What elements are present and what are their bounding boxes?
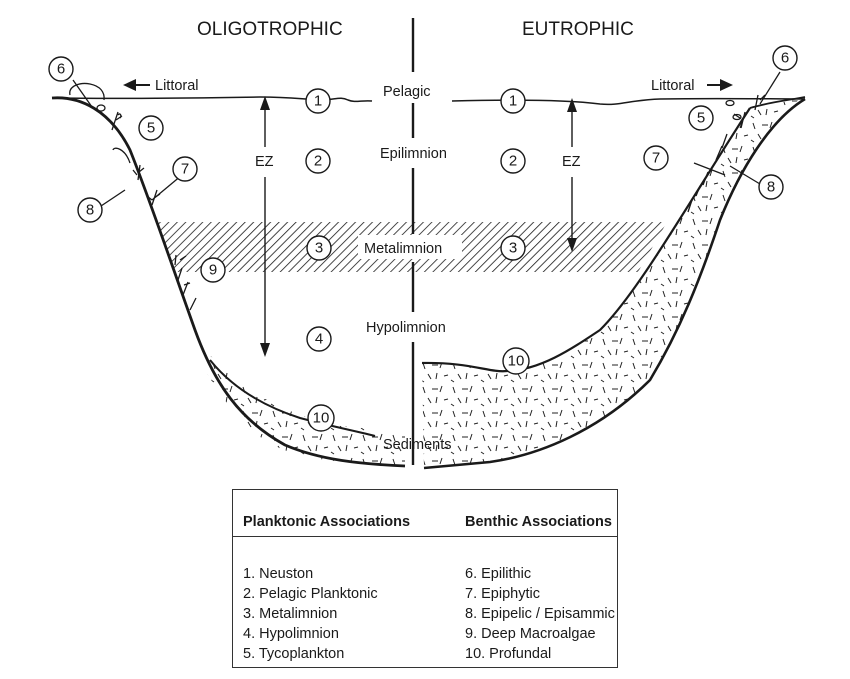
label-pelagic: Pelagic [383, 84, 431, 100]
marker-1-left: 1 [305, 88, 331, 114]
marker-4: 4 [306, 326, 332, 352]
legend-item: 10. Profundal [465, 646, 552, 662]
svg-text:10: 10 [508, 353, 525, 370]
ez-left: EZ [255, 96, 274, 357]
legend-benthic-header: Benthic Associations [465, 514, 612, 530]
legend-item: 3. Metalimnion [243, 606, 338, 622]
svg-text:10: 10 [313, 410, 330, 427]
svg-text:1: 1 [314, 93, 322, 110]
marker-2-right: 2 [500, 148, 526, 174]
littoral-left: Littoral [123, 78, 199, 94]
legend-item: 8. Epipelic / Episammic [465, 606, 615, 622]
label-epilimnion: Epilimnion [380, 146, 447, 162]
legend-item: 4. Hypolimnion [243, 626, 339, 642]
legend-item: 2. Pelagic Planktonic [243, 586, 378, 602]
legend-header: Planktonic Associations Benthic Associat… [233, 512, 617, 537]
marker-10-left: 10 [307, 404, 335, 432]
title-eutrophic: EUTROPHIC [522, 19, 634, 40]
marker-1-right: 1 [500, 88, 526, 114]
svg-text:3: 3 [509, 240, 517, 257]
legend-benthic-list: 6. Epilithic 7. Epiphytic 8. Epipelic / … [465, 564, 615, 664]
marker-2-left: 2 [305, 148, 331, 174]
lake-zonation-diagram: OLIGOTROPHIC EUTROPHIC Littoral Littoral… [48, 18, 806, 470]
legend-planktonic-header: Planktonic Associations [243, 514, 411, 530]
svg-text:2: 2 [509, 153, 517, 170]
marker-8-left: 8 [77, 197, 103, 223]
marker-7-right: 7 [643, 145, 669, 171]
arrow-up-icon [567, 98, 577, 112]
marker-5-left: 5 [138, 115, 164, 141]
macrophyte-icons [69, 82, 766, 311]
marker-5-right: 5 [688, 105, 714, 131]
ez-right: EZ [562, 98, 581, 252]
legend-item: 6. Epilithic [465, 566, 532, 582]
arrow-down-icon [260, 343, 270, 357]
svg-text:5: 5 [697, 110, 705, 127]
svg-text:3: 3 [315, 240, 323, 257]
marker-6-left: 6 [48, 56, 74, 82]
legend-item: 9. Deep Macroalgae [465, 626, 596, 642]
legend-item: 7. Epiphytic [465, 586, 540, 602]
legend-box: Planktonic Associations Benthic Associat… [232, 489, 618, 668]
svg-text:5: 5 [147, 120, 155, 137]
marker-7-left: 7 [172, 156, 198, 182]
marker-3-left: 3 [306, 235, 332, 261]
svg-text:9: 9 [209, 262, 217, 279]
metalimnion-band [157, 222, 667, 272]
svg-text:2: 2 [314, 153, 322, 170]
svg-text:6: 6 [57, 61, 65, 78]
littoral-right: Littoral [651, 78, 733, 94]
svg-text:8: 8 [767, 179, 775, 196]
svg-text:Littoral: Littoral [155, 78, 199, 94]
marker-3-right: 3 [500, 235, 526, 261]
svg-text:Littoral: Littoral [651, 78, 695, 94]
marker-8-right: 8 [758, 174, 784, 200]
svg-text:1: 1 [509, 93, 517, 110]
svg-text:4: 4 [315, 331, 323, 348]
arrow-left-icon [123, 79, 136, 91]
water-surface-left [51, 96, 373, 103]
marker-9: 9 [200, 257, 226, 283]
title-oligotrophic: OLIGOTROPHIC [197, 19, 343, 40]
svg-text:6: 6 [781, 50, 789, 67]
marker-6-right: 6 [772, 45, 798, 71]
marker-10-right: 10 [502, 347, 530, 375]
label-hypolimnion: Hypolimnion [366, 320, 446, 336]
svg-text:EZ: EZ [562, 154, 581, 170]
legend-item: 5. Tycoplankton [243, 646, 345, 662]
label-metalimnion: Metalimnion [364, 241, 442, 257]
arrow-right-icon [720, 79, 733, 91]
arrow-down-icon [567, 238, 577, 252]
leader-lines [72, 71, 781, 207]
oligotrophic-sediments [205, 355, 405, 465]
legend-planktonic-list: 1. Neuston 2. Pelagic Planktonic 3. Meta… [243, 564, 378, 664]
svg-text:EZ: EZ [255, 154, 274, 170]
label-sediments: Sediments [383, 437, 452, 453]
eutrophic-sediments [422, 99, 800, 468]
svg-text:8: 8 [86, 202, 94, 219]
arrow-up-icon [260, 96, 270, 110]
svg-text:7: 7 [181, 161, 189, 178]
svg-text:7: 7 [652, 150, 660, 167]
legend-item: 1. Neuston [243, 566, 314, 582]
